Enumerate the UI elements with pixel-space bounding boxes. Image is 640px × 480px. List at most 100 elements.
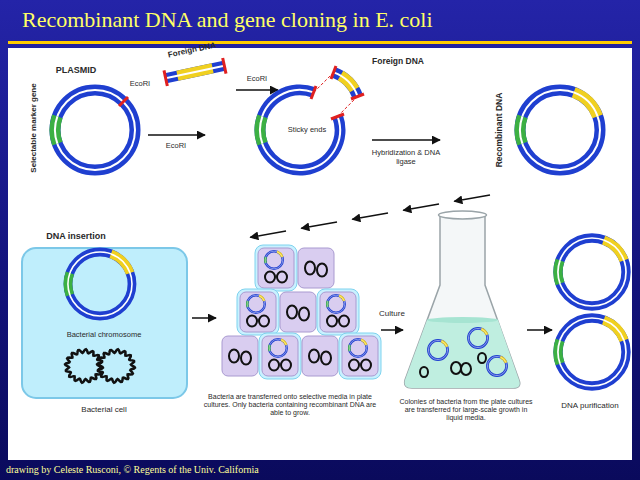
drawing-part (327, 295, 345, 313)
drawing-part (269, 345, 271, 351)
drawing-part (487, 356, 506, 375)
drawing-part (361, 340, 366, 345)
drawing-part (265, 257, 267, 263)
step-label: Culture (370, 309, 414, 318)
drawing-part (287, 306, 297, 319)
drawing-part (229, 350, 239, 363)
ligation-arrow (372, 139, 440, 141)
drawing-part (260, 90, 340, 170)
drawing-part (277, 272, 287, 283)
arrow (381, 329, 403, 331)
drawing-part (269, 339, 287, 357)
recombinant-plasmid (558, 318, 626, 386)
drawing-part (299, 308, 309, 321)
drawing-part (298, 248, 334, 288)
drawing-part (247, 295, 265, 313)
ecori-arrow (236, 89, 278, 91)
drawing-part (403, 204, 439, 210)
drawing-part (55, 90, 135, 170)
plate-cell (222, 336, 258, 376)
drawing-part (349, 345, 351, 351)
drawing-part (259, 333, 301, 379)
enzyme-label: EcoRI (237, 75, 277, 84)
drawing-part (166, 66, 225, 78)
drawing-part (574, 92, 598, 116)
drawing-part (164, 70, 167, 86)
drawing-part (558, 238, 626, 306)
part-label: Bacterial cell (59, 405, 149, 414)
plate-cell (280, 292, 316, 332)
drawing-part (349, 339, 367, 357)
drawing-part (262, 336, 298, 376)
note: Bacteria are transferred onto selective … (203, 393, 378, 417)
drawing-part (269, 339, 287, 357)
drawing-part (258, 248, 294, 288)
drawing-part (352, 213, 388, 219)
drawing-part (461, 363, 471, 375)
plasmid (68, 252, 132, 316)
drawing-part (260, 116, 262, 143)
recombinant-plasmid (520, 90, 600, 170)
part-label: Sticky ends (285, 126, 329, 135)
plate-cell (339, 333, 381, 379)
note: Colonies of bacteria from the plate cult… (399, 398, 534, 422)
drawing-part (247, 301, 249, 307)
drawing-part (500, 357, 506, 363)
plate-cell (302, 336, 338, 376)
drawing-part (441, 341, 447, 347)
arrow (527, 329, 552, 331)
part-label: Selectable marker gene (29, 68, 38, 188)
drawing-part (241, 352, 251, 365)
drawing-part (259, 296, 264, 301)
drawing-part (451, 362, 461, 374)
drawing-part (468, 328, 487, 347)
recombinant-plasmid (558, 238, 626, 306)
enzyme-label: EcoRI (156, 142, 196, 151)
drawing-part (604, 240, 624, 260)
arrow (192, 317, 216, 319)
plasmid (55, 90, 135, 170)
drawing-part (342, 336, 378, 376)
step-label: DNA purification (545, 401, 635, 410)
drawing-part (339, 296, 344, 301)
drawing-part (277, 252, 282, 257)
drawing-part (301, 222, 337, 228)
drawing-part (320, 292, 356, 332)
plate-cell (259, 333, 301, 379)
drawing-part (481, 329, 487, 335)
drawing-part (247, 316, 257, 327)
drawing-part (349, 339, 367, 357)
drawing-part (119, 97, 128, 106)
title-rule (8, 41, 632, 44)
drawing-part (281, 360, 291, 371)
drawing-part (237, 289, 279, 335)
plate-cell (237, 289, 279, 335)
drawing-part (111, 254, 130, 273)
drawing-part (478, 353, 486, 363)
drawing-part (427, 317, 498, 323)
drawing-part (302, 336, 338, 376)
foreign-dna-fragment (164, 58, 226, 86)
drawing-part (55, 116, 57, 143)
drawing-part (439, 211, 487, 219)
drawing-part (321, 352, 331, 365)
bacterial-cell (22, 248, 187, 398)
drawing-part (454, 195, 490, 201)
drawing-part (520, 90, 600, 170)
drawing-part (327, 316, 337, 327)
drawing-part (604, 320, 624, 340)
drawing-part (327, 301, 329, 307)
drawing-part (558, 340, 560, 363)
drawing-part (305, 262, 315, 275)
part-label: Foreign DNA (157, 38, 227, 62)
drawing-part (68, 252, 132, 316)
credit-caption: drawing by Celeste Rusconi, © Regents of… (6, 464, 259, 475)
step-label: DNA insertion (26, 231, 126, 241)
drawing-part (520, 116, 522, 143)
drawing-part (281, 340, 286, 345)
plate-cell (317, 289, 359, 335)
plate-cell (255, 245, 297, 291)
drawing-part (260, 90, 340, 170)
drawing-part (338, 96, 358, 116)
chromosome-loop (97, 349, 135, 382)
